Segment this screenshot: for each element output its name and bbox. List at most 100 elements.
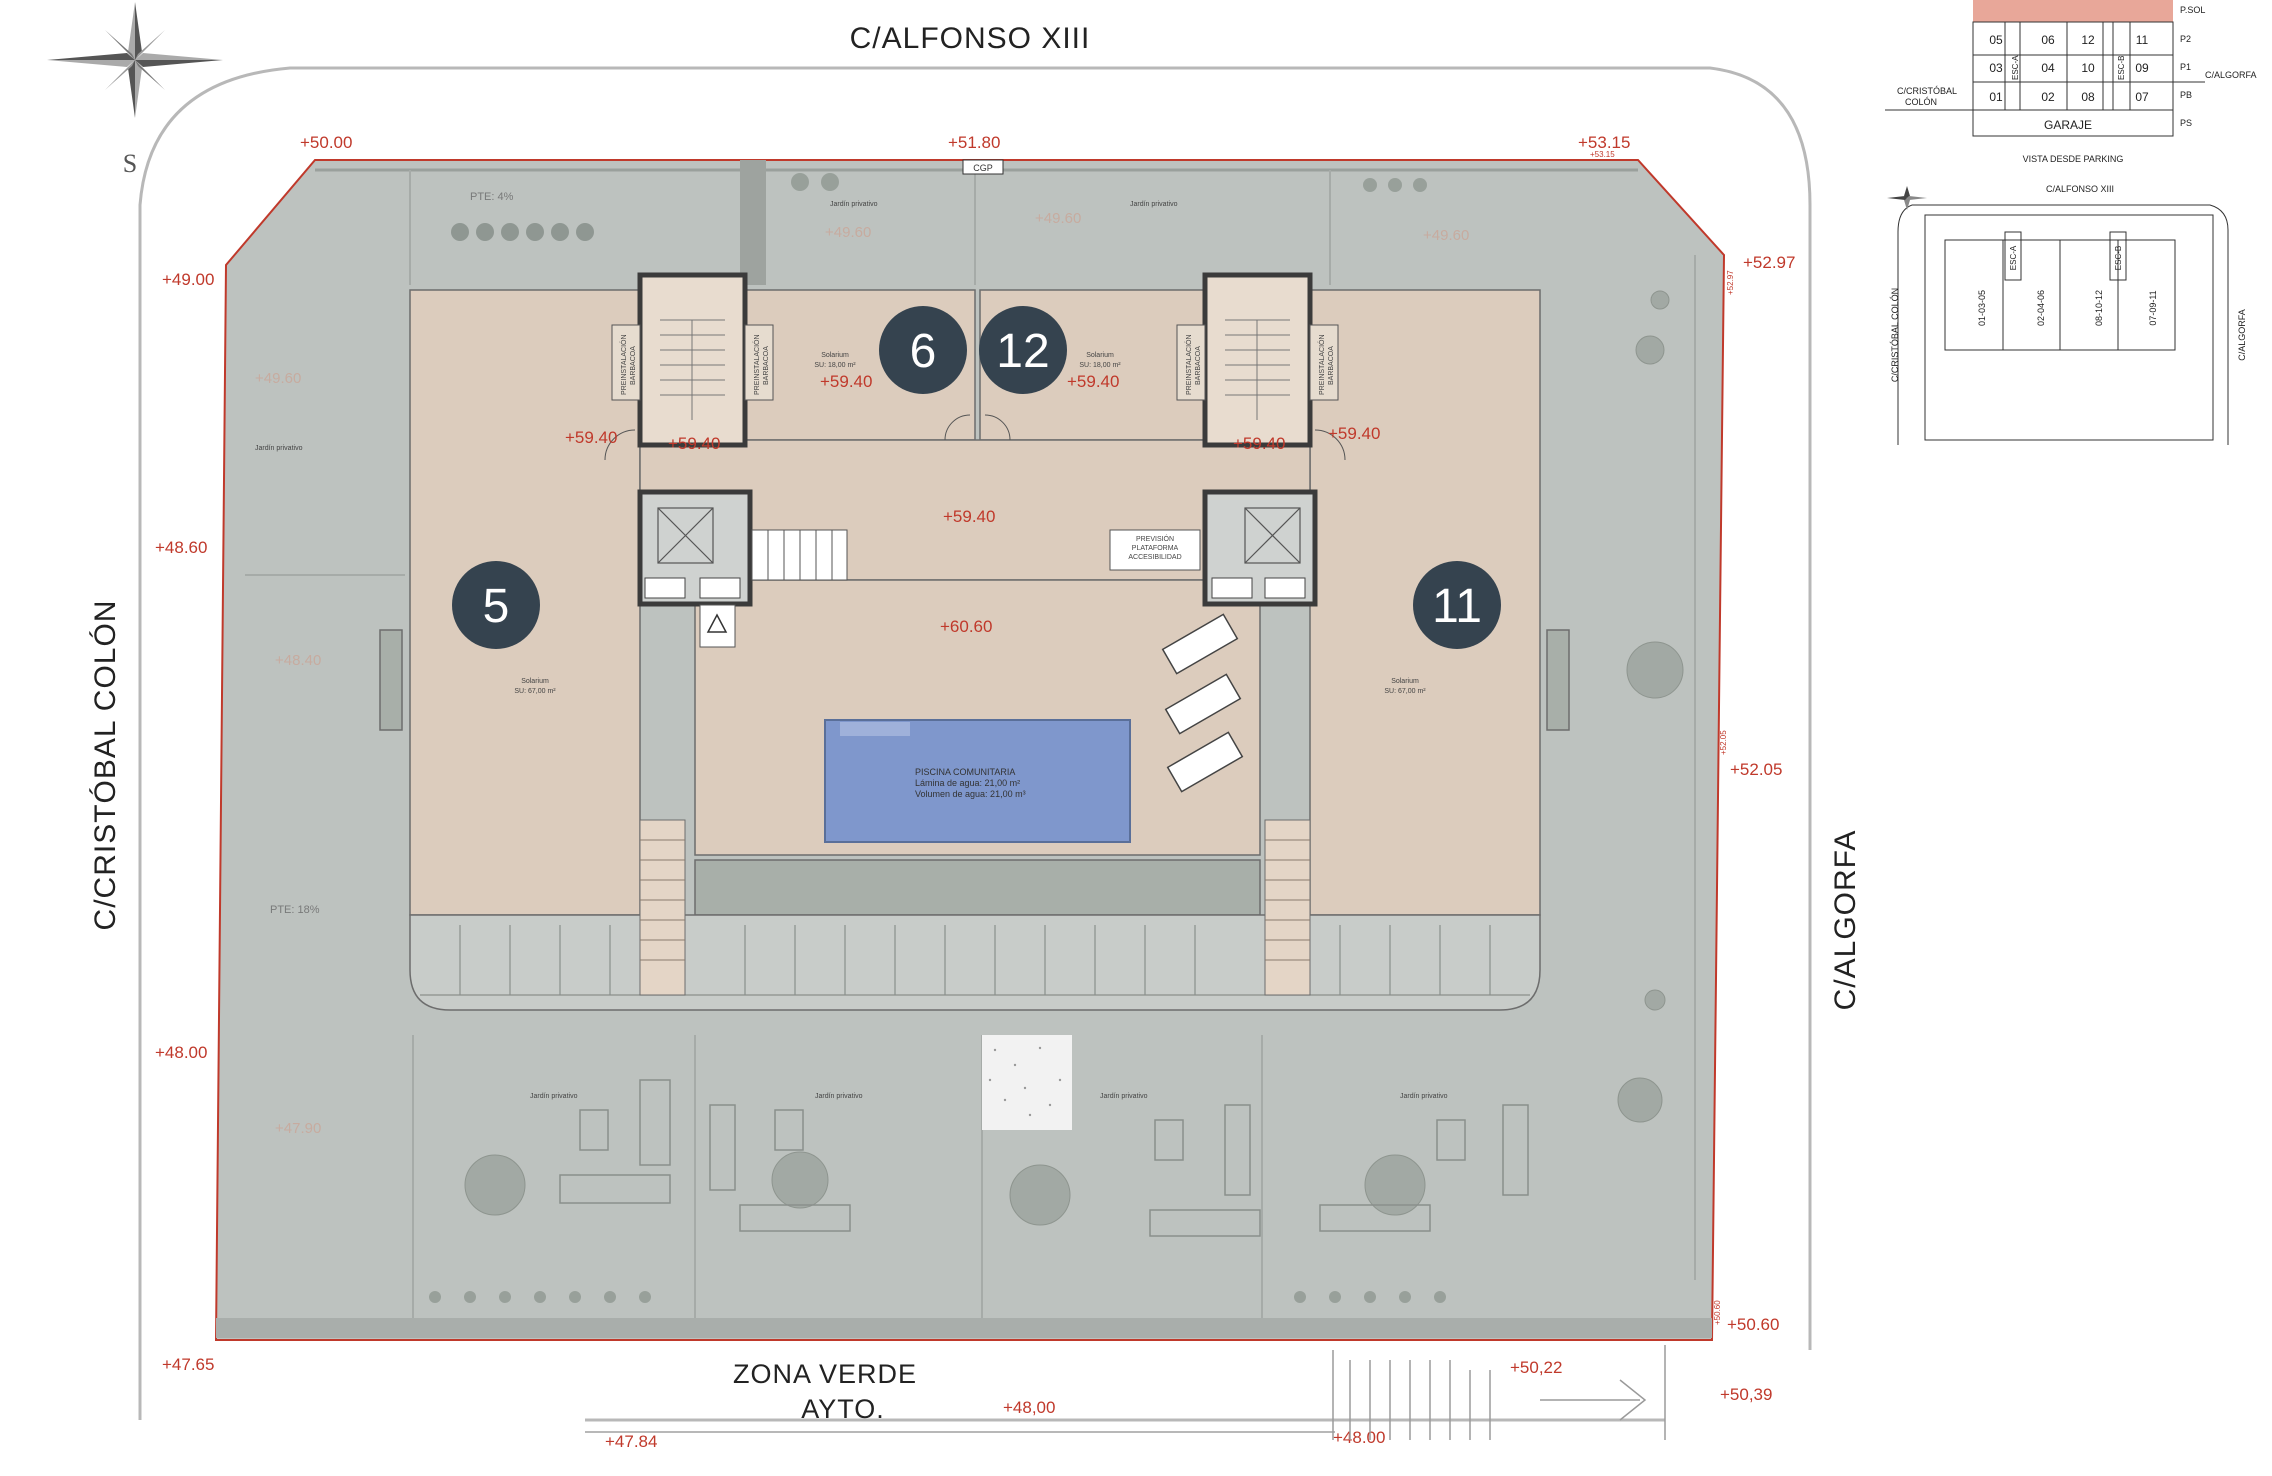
sun-loungers [1161,613,1244,793]
pool-title: PISCINA COMUNITARIA [915,767,1015,777]
slope-left: PTE: 18% [270,904,320,916]
key-level-ps: PS [2180,118,2192,128]
key-west-street-1: C/CRISTÓBAL [1897,86,1957,96]
unit-number-12: 12 [996,325,1049,378]
south-balcony [409,914,1541,1011]
street-east: C/ALGORFA [1829,830,1862,1011]
key-cell-garaje: GARAJE [2044,118,2092,132]
key-cell-07: 07 [2135,90,2149,104]
street-south-2: AYTO. [801,1394,885,1424]
stair-east-steps [1265,839,1310,961]
key-caption: VISTA DESDE PARKING [2023,154,2124,164]
street-west: C/CRISTÓBAL COLÓN [89,600,122,931]
elev-solar-6: +59.40 [820,372,872,391]
unit-12-area: SU: 18,00 m² [1079,362,1121,369]
elev-ne-small: +53.15 [1590,150,1615,159]
key-plan: P.SOL P2 P1 PB PS 05 06 12 11 03 04 10 0… [1885,0,2257,164]
pool-line2: Volumen de agua: 21,00 m³ [915,789,1026,799]
elev-solar-12: +59.40 [1067,372,1119,391]
garden-furniture [559,1079,1529,1237]
elev-s2: +50,39 [1720,1385,1772,1404]
elev-w3: +48.00 [155,1043,207,1062]
loc-west: C/CRISTÓBAL COLÓN [1890,288,1900,382]
pool-steps [840,722,910,736]
elev-garden-ne: +49.60 [1423,227,1469,244]
meter-boxes [644,577,1306,599]
elev-s4: +48.00 [1333,1428,1385,1447]
bbq-boxes [611,324,1339,401]
cgp-label: CGP [973,163,993,173]
unit-badge-6 [879,306,967,394]
deck-planter [694,859,1261,916]
garden-label-s4: Jardín privativo [1400,1093,1448,1100]
pool [824,719,1131,843]
unit-6-room: Solarium [821,352,849,359]
loc-block-3: 08-10-12 [2094,290,2104,326]
unit-12-room: Solarium [1086,352,1114,359]
elev-corridor: +59.40 [943,507,995,526]
unit-badges [452,306,1501,649]
pool-line1: Lámina de agua: 21,00 m² [915,778,1020,788]
unit-number-6: 6 [910,325,937,378]
elev-s1: +50,22 [1510,1358,1562,1377]
bbq-label-1: PREINSTALACIÓN [619,334,628,395]
balcony-mullions [420,925,1530,996]
garden-trees [464,290,1684,1226]
bbq-sub-1: BARBACOA [630,346,637,385]
key-cell-10: 10 [2081,61,2095,75]
bbq-sub-3: BARBACOA [1195,346,1202,385]
bbq-label-2: PREINSTALACIÓN [752,334,761,395]
stair-west-steps [640,839,685,961]
elev-deck: +60.60 [940,617,992,636]
slope-top: PTE: 4% [470,191,514,203]
hedge-row [451,223,594,241]
loc-esc-b: ESC-B [2114,246,2123,270]
elev-s5: +47.84 [605,1432,657,1451]
elev-nw: +50.00 [300,133,352,152]
elev-e1-small: +52.97 [1726,270,1735,295]
street-south-1: ZONA VERDE [733,1359,917,1389]
elev-garden-sw: +47.90 [275,1120,321,1137]
unit-11-area: SU: 67,00 m² [1384,688,1426,695]
platform-line3: ACCESIBILIDAD [1128,554,1181,561]
garden-label-s2: Jardín privativo [815,1093,863,1100]
cgp-box [962,159,1004,175]
key-level-p2: P2 [2180,34,2191,44]
elev-e1: +52.97 [1743,253,1795,272]
elev-terrace-right-stair: +59.40 [1233,434,1285,453]
planter-east [1546,629,1570,731]
unit-number-5: 5 [483,580,510,633]
elev-se-small: +50.60 [1713,1300,1722,1325]
elev-e2: +52.05 [1730,760,1782,779]
compass-letter: S [123,149,137,178]
garden-label-s3: Jardín privativo [1100,1093,1148,1100]
shrubs [429,173,1446,1303]
garden-label-n1: Jardín privativo [830,201,878,208]
elev-garden-nc: +49.60 [1035,210,1081,227]
elev-garden-w: +49.60 [255,370,301,387]
central-stair-steps [767,530,833,580]
key-east-street: C/ALGORFA [2205,70,2257,80]
key-cell-09: 09 [2135,61,2149,75]
key-cell-02: 02 [2041,90,2055,104]
key-west-street-2: COLÓN [1905,97,1937,107]
platform-line1: PREVISIÓN [1136,534,1174,543]
bbq-sub-2: BARBACOA [763,346,770,385]
unit-badge-12 [979,306,1067,394]
unit-6-area: SU: 18,00 m² [814,362,856,369]
bbq-label-4: PREINSTALACIÓN [1317,334,1326,395]
elev-terrace-left-stair: +59.40 [668,434,720,453]
loc-east: C/ALGORFA [2237,309,2247,361]
key-cell-03: 03 [1989,61,2003,75]
bbq-label-3: PREINSTALACIÓN [1184,334,1193,395]
elev-s3: +48,00 [1003,1398,1055,1417]
garden-label-n2: Jardín privativo [1130,201,1178,208]
location-map: C/ALFONSO XIII C/CRISTÓBAL COLÓN C/ALGOR… [1887,184,2247,445]
unit-badge-5 [452,561,540,649]
gravel-dots [988,1046,1062,1117]
elev-sw: +47.65 [162,1355,214,1374]
garden-label-s1: Jardín privativo [530,1093,578,1100]
elev-w1: +49.00 [162,270,214,289]
key-level-pb: PB [2180,90,2192,100]
